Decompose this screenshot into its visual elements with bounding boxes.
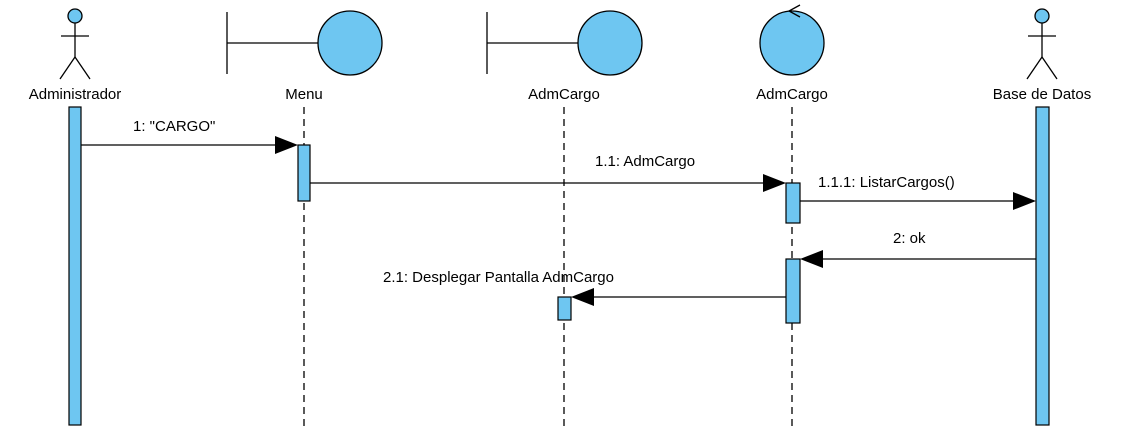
boundary-icon: [226, 10, 383, 76]
message-2-1[interactable]: 2.1: Desplegar Pantalla AdmCargo: [383, 269, 786, 306]
activation-bar[interactable]: [785, 258, 801, 324]
activation-bar[interactable]: [785, 182, 801, 224]
lifeline-label: Menu: [285, 86, 323, 103]
arrowhead-icon: [275, 136, 298, 154]
lifeline-menu[interactable]: Menu: [226, 10, 383, 428]
lifeline-admcargo-control[interactable]: AdmCargo: [756, 4, 828, 428]
lifeline-admcargo-boundary[interactable]: AdmCargo: [486, 10, 643, 428]
arrowhead-icon: [571, 288, 594, 306]
boundary-icon: [486, 10, 643, 76]
message-1-1[interactable]: 1.1: AdmCargo: [310, 153, 786, 192]
arrowhead-icon: [800, 250, 823, 268]
lifeline-label: Administrador: [29, 86, 122, 103]
lifeline-base-de-datos[interactable]: Base de Datos: [993, 8, 1091, 426]
activation-bar[interactable]: [557, 296, 572, 321]
message-label: 2: ok: [893, 230, 926, 247]
message-label: 1.1.1: ListarCargos(): [818, 174, 955, 191]
lifeline-label: Base de Datos: [993, 86, 1091, 103]
actor-icon: [1026, 8, 1058, 80]
activation-bar[interactable]: [1035, 106, 1050, 426]
activation-bar[interactable]: [297, 144, 311, 202]
message-label: 1: "CARGO": [133, 118, 215, 135]
message-1[interactable]: 1: "CARGO": [81, 118, 298, 154]
message-label: 1.1: AdmCargo: [595, 153, 695, 170]
lifeline-label: AdmCargo: [756, 86, 828, 103]
message-1-1-1[interactable]: 1.1.1: ListarCargos(): [800, 174, 1036, 210]
control-icon: [759, 4, 825, 76]
activation-bar[interactable]: [68, 106, 82, 426]
lifeline-administrador[interactable]: Administrador: [29, 8, 122, 426]
message-2[interactable]: 2: ok: [800, 230, 1036, 268]
arrowhead-icon: [763, 174, 786, 192]
message-label: 2.1: Desplegar Pantalla AdmCargo: [383, 269, 614, 286]
lifeline-label: AdmCargo: [528, 86, 600, 103]
arrowhead-icon: [1013, 192, 1036, 210]
actor-icon: [59, 8, 91, 80]
